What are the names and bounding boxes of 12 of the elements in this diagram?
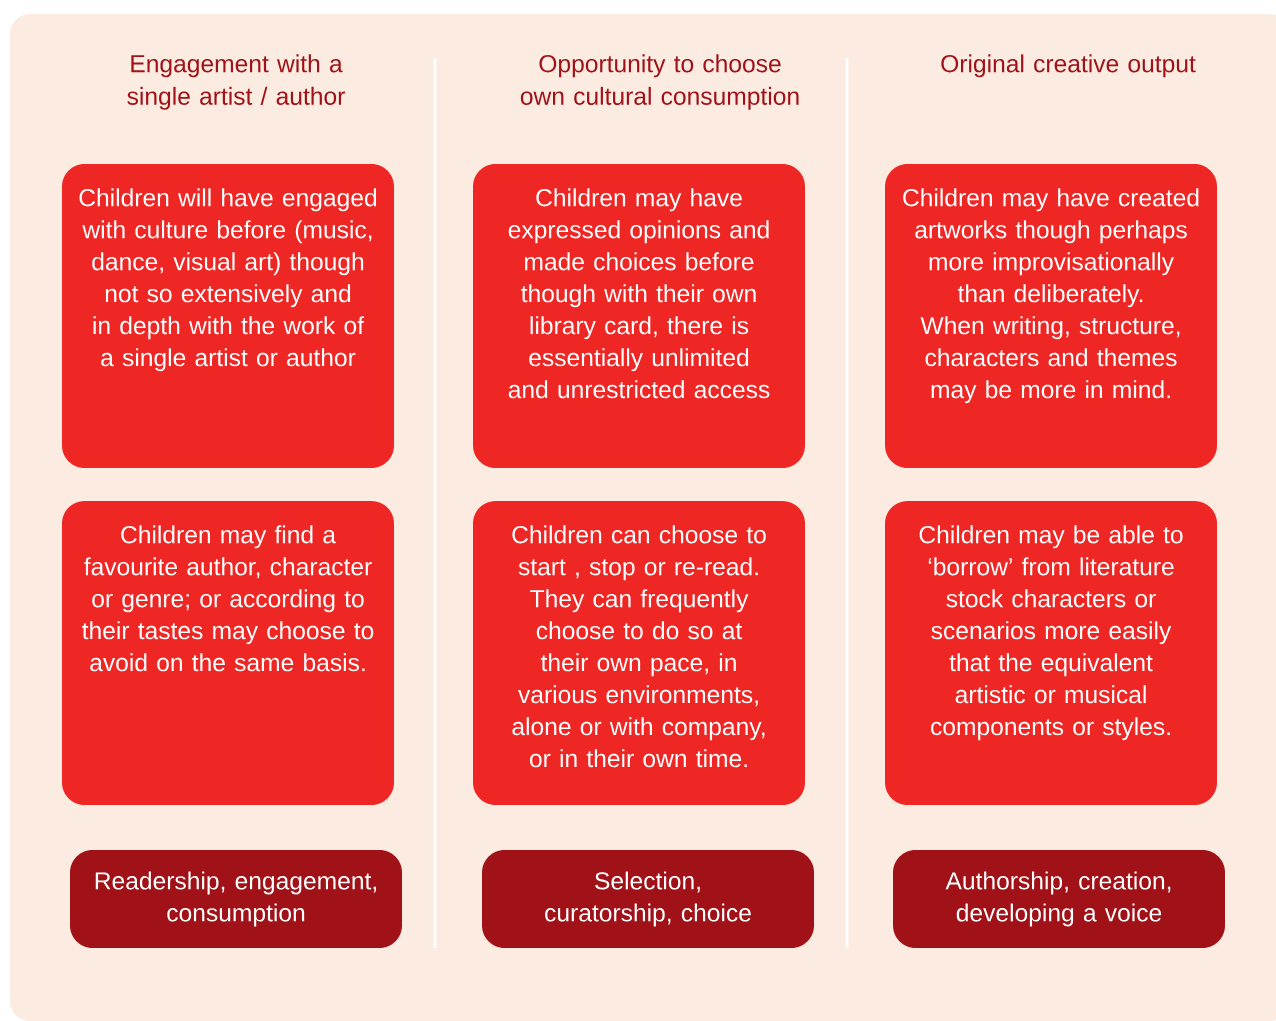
- column-heading: Original creative output: [941, 54, 1196, 78]
- text-box: Children will have engaged with culture before (music, dance, visual art) though not so extensively and in depth with the work of a single artist or author: [62, 164, 394, 468]
- column-heading: Engagement with a single artist / author: [127, 54, 345, 110]
- summary-box: Authorship, creation, developing a voice: [893, 850, 1225, 948]
- summary-box: Selection, curatorship, choice: [482, 850, 814, 948]
- text-box: Children may be able to ‘borrow’ from literature stock characters or scenarios more easily that the equivalent artistic or musical components or styles.: [885, 501, 1217, 805]
- text-box: Children may find a favourite author, character or genre; or according to their tastes may choose to avoid on the same basis.: [62, 501, 394, 805]
- text-box: Children may have expressed opinions and made choices before though with their own library card, there is essentially unlimited and unrestricted access: [473, 164, 805, 468]
- column-heading: Opportunity to choose own cultural consumption: [520, 54, 799, 110]
- summary-box: Readership, engagement, consumption: [70, 850, 402, 948]
- text-box: Children can choose to start , stop or re-read. They can frequently choose to do so at their own pace, in various environments, alone or with company, or in their own time.: [473, 501, 805, 805]
- text-box: Children may have created artworks though perhaps more improvisationally than deliberately. When writing, structure, characters and themes may be more in mind.: [885, 164, 1217, 468]
